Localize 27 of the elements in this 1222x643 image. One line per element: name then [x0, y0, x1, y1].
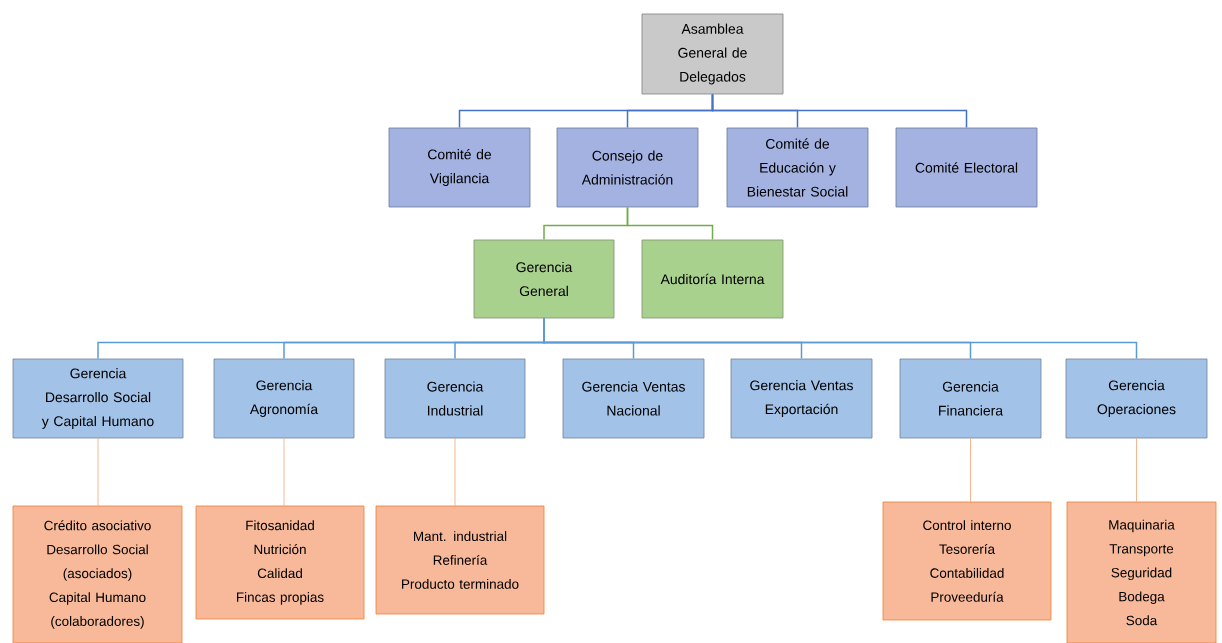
unit-box: Fitosanidad Nutrición Calidad Fincas propias [195, 505, 365, 620]
connector-line [97, 438, 99, 506]
department-box: Gerencia Agronomía [213, 358, 355, 439]
connector-line [283, 438, 285, 506]
department-box: Gerencia Operaciones [1065, 358, 1208, 439]
management-box: Auditoría Interna [641, 239, 784, 319]
committee-box: Comité de Vigilancia [388, 127, 531, 208]
management-box: Gerencia General [473, 239, 615, 319]
connector-line [970, 438, 971, 502]
department-box: Gerencia Ventas Exportación [730, 358, 873, 439]
top-box: Asamblea General de Delegados [641, 13, 784, 95]
committee-box: Consejo de Administración [556, 127, 699, 208]
unit-box: Control interno Tesorería Contabilidad Proveeduría [882, 501, 1052, 621]
department-box: Gerencia Financiera [899, 358, 1042, 439]
unit-box: Crédito asociativo Desarrollo Social (asociados) Capital Humano (colaboradores) [12, 505, 183, 643]
unit-box: Mant. industrial Refinería Producto terminado [375, 505, 545, 615]
connector-line [711, 93, 968, 129]
committee-box: Comité de Educación y Bienestar Social [726, 127, 869, 208]
department-box: Gerencia Ventas Nacional [562, 358, 705, 439]
connector-line [1136, 438, 1137, 502]
connector-line [626, 206, 714, 241]
department-box: Gerencia Industrial [384, 358, 526, 439]
connector-line [543, 317, 1138, 360]
committee-box: Comité Electoral [895, 127, 1038, 208]
unit-box: Maquinaria Transporte Seguridad Bodega Soda [1066, 501, 1217, 643]
department-box: Gerencia Desarrollo Social y Capital Humano [12, 358, 184, 439]
connector-line [454, 438, 456, 506]
